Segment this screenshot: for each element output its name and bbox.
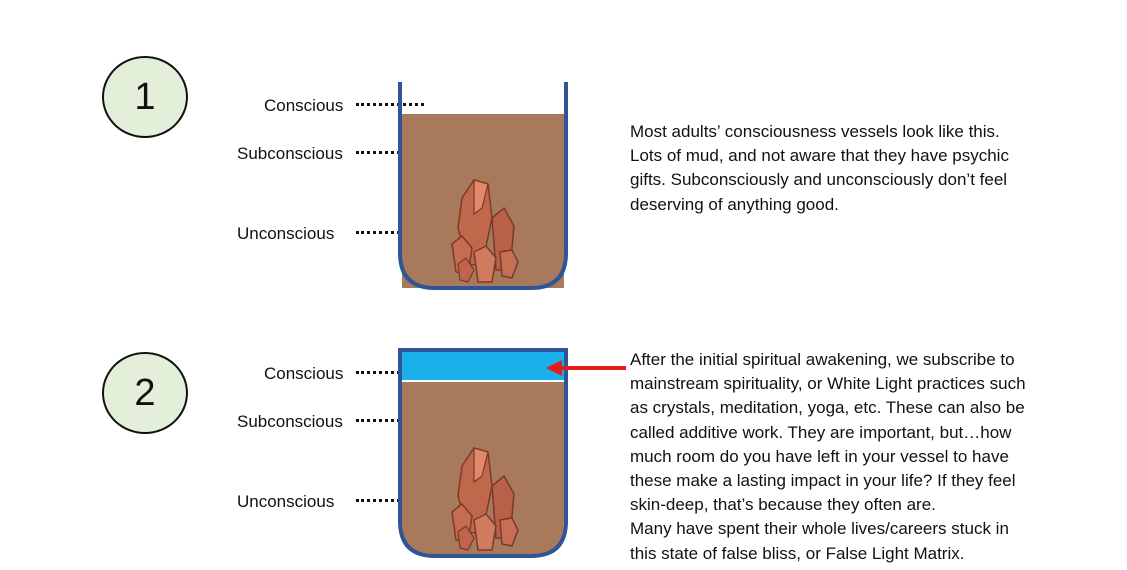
description-line: deserving of anything good.	[630, 194, 839, 214]
subconscious-label: Subconscious	[237, 412, 343, 431]
step-number-badge: 2	[102, 352, 188, 434]
arrow-icon	[546, 360, 626, 376]
unconscious-pointer	[356, 231, 424, 234]
step-2-description: After the initial spiritual awakening, w…	[630, 348, 1026, 566]
step-1: 1 Conscious Subconscious Unconscious Mos…	[102, 56, 1009, 290]
unconscious-label: Unconscious	[237, 224, 335, 243]
description-line: these make a lasting impact in your life…	[630, 471, 1016, 491]
step-2: 2 Conscious Subconscious Unconscious Aft…	[0, 268, 1127, 563]
unconscious-label: Unconscious	[237, 492, 335, 511]
description-line: After the initial spiritual awakening, w…	[630, 350, 1015, 369]
step-number-badge: 1	[102, 56, 188, 138]
description-line: Lots of mud, and not aware that they hav…	[630, 146, 1009, 166]
unconscious-pointer	[356, 499, 424, 502]
consciousness-vessel	[398, 348, 568, 558]
conscious-label: Conscious	[264, 364, 344, 383]
subconscious-label: Subconscious	[237, 144, 343, 163]
consciousness-vessel	[398, 82, 568, 290]
description-line: mainstream spirituality, or White Light …	[630, 374, 1026, 394]
description-line: this state of false bliss, or False Ligh…	[630, 543, 965, 563]
description-line: as crystals, meditation, yoga, etc. Thes…	[630, 398, 1025, 418]
conscious-label: Conscious	[264, 96, 344, 115]
crystal-cluster-icon	[451, 179, 519, 283]
subconscious-pointer	[356, 151, 424, 154]
crystal-cluster-icon	[451, 447, 519, 551]
light-layer	[402, 350, 564, 380]
step-1-description: Most adults’ consciousness vessels look …	[630, 120, 1009, 217]
description-line: Most adults’ consciousness vessels look …	[630, 122, 1000, 141]
vessel-outline	[398, 82, 568, 290]
vessel-outline	[398, 348, 568, 558]
description-line: called additive work. They are important…	[630, 422, 1012, 442]
conscious-pointer	[356, 371, 424, 374]
description-line: much room do you have left in your vesse…	[630, 446, 1009, 466]
conscious-pointer	[356, 103, 424, 106]
description-line: gifts. Subconsciously and unconsciously …	[630, 170, 1008, 190]
description-line: skin-deep, that’s because they often are…	[630, 495, 936, 515]
description-line: Many have spent their whole lives/career…	[630, 519, 1009, 539]
subconscious-pointer	[356, 419, 424, 422]
